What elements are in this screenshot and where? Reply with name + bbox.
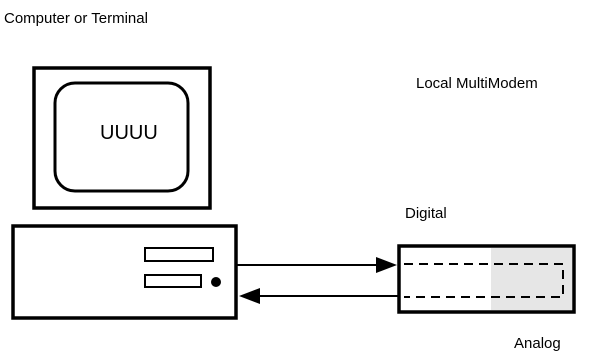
transmit-arrowhead: [376, 257, 397, 273]
loopback-path: [404, 263, 564, 298]
receive-arrowhead: [239, 288, 260, 304]
screen-text: UUUU: [100, 122, 158, 144]
drive-slot-upper: [144, 247, 214, 262]
computer-case: [11, 224, 238, 320]
computer-label: Computer or Terminal: [4, 10, 148, 27]
modem-box: [397, 244, 576, 314]
analog-label: Analog: [514, 335, 561, 352]
analog-section: [491, 248, 572, 310]
power-indicator: [211, 277, 221, 287]
monitor-screen: [53, 81, 190, 193]
monitor: UUUU: [32, 66, 212, 210]
signal-arrows: [236, 257, 399, 304]
computer-unit: [11, 224, 238, 320]
drive-slot-lower: [144, 274, 202, 288]
local-modem-label: Local MultiModem: [416, 75, 538, 92]
digital-label: Digital: [405, 205, 447, 222]
